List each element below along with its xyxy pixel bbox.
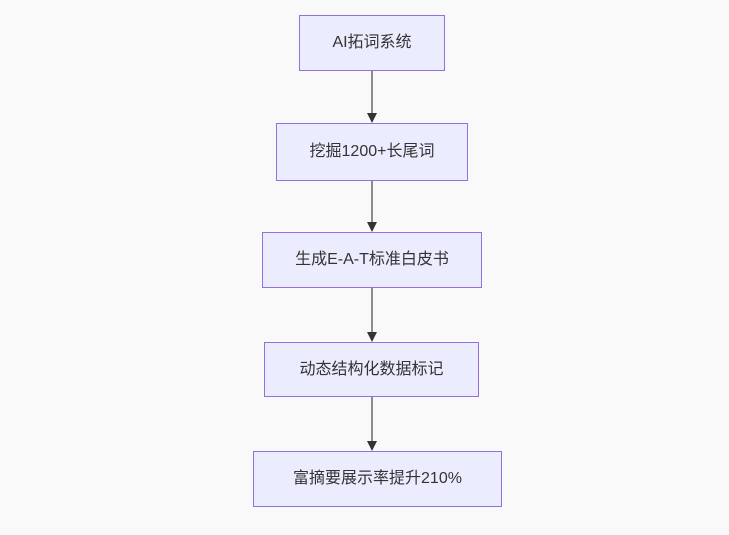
flow-arrow-2 [366, 181, 378, 232]
arrow-head-down-icon [367, 222, 377, 232]
flow-node-longtail-mining: 挖掘1200+长尾词 [276, 123, 468, 181]
flow-arrow-3 [366, 288, 378, 342]
arrow-head-down-icon [367, 441, 377, 451]
arrow-line [371, 397, 373, 441]
flow-node-structured-data-markup: 动态结构化数据标记 [264, 342, 479, 397]
flow-arrow-4 [366, 397, 378, 451]
arrow-line [371, 71, 373, 113]
arrow-line [371, 181, 373, 222]
flow-node-rich-snippet-rate: 富摘要展示率提升210% [253, 451, 502, 507]
arrow-head-down-icon [367, 332, 377, 342]
flow-node-eat-whitepaper: 生成E-A-T标准白皮书 [262, 232, 482, 288]
arrow-head-down-icon [367, 113, 377, 123]
flow-node-ai-word-expansion: AI拓词系统 [299, 15, 445, 71]
flow-arrow-1 [366, 71, 378, 123]
arrow-line [371, 288, 373, 332]
